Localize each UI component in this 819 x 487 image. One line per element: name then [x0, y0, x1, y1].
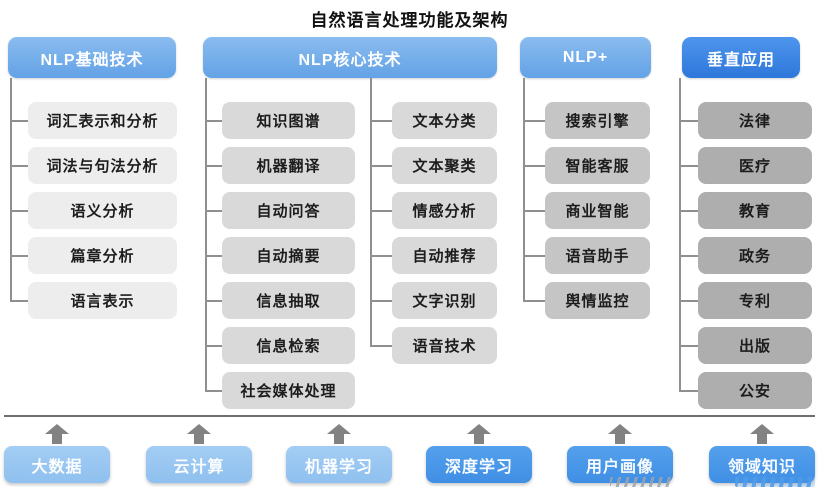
tree-node: 搜索引擎	[545, 102, 650, 139]
tree-node: 篇章分析	[28, 237, 177, 274]
watermark-remnant	[735, 477, 815, 487]
foundation-box: 云计算	[146, 446, 252, 483]
connector-spine	[10, 78, 12, 301]
tree-node: 语音技术	[392, 327, 497, 364]
tree-node: 专利	[698, 282, 812, 319]
tree-node: 文本聚类	[392, 147, 497, 184]
tree-node: 自动问答	[222, 192, 355, 229]
tree-node: 信息检索	[222, 327, 355, 364]
tree-node: 词法与句法分析	[28, 147, 177, 184]
header-nlp-basic-tech: NLP基础技术	[8, 37, 176, 78]
tree-node: 舆情监控	[545, 282, 650, 319]
tree-node: 信息抽取	[222, 282, 355, 319]
baseline-divider	[4, 415, 815, 417]
connector-spine	[205, 78, 207, 391]
tree-node: 法律	[698, 102, 812, 139]
tree-node: 知识图谱	[222, 102, 355, 139]
foundation-box: 用户画像	[567, 446, 673, 483]
header-nlp-plus: NLP+	[520, 37, 651, 78]
tree-node: 出版	[698, 327, 812, 364]
tree-node: 医疗	[698, 147, 812, 184]
page-title: 自然语言处理功能及架构	[310, 11, 509, 30]
tree-node: 政务	[698, 237, 812, 274]
header-nlp-core-tech: NLP核心技术	[203, 37, 497, 78]
foundation-box: 深度学习	[426, 446, 532, 483]
up-arrow-icon	[327, 424, 351, 444]
column-nlp-core-left: 知识图谱 机器翻译 自动问答 自动摘要 信息抽取 信息检索 社会媒体处理	[222, 102, 355, 409]
up-arrow-icon	[187, 424, 211, 444]
up-arrow-icon	[45, 424, 69, 444]
up-arrow-icon	[467, 424, 491, 444]
column-nlp-core-right: 文本分类 文本聚类 情感分析 自动推荐 文字识别 语音技术	[392, 102, 497, 364]
tree-node: 公安	[698, 372, 812, 409]
tree-node: 商业智能	[545, 192, 650, 229]
up-arrow-icon	[750, 424, 774, 444]
tree-node: 词汇表示和分析	[28, 102, 177, 139]
tree-node: 智能客服	[545, 147, 650, 184]
tree-node: 语义分析	[28, 192, 177, 229]
watermark-remnant	[610, 477, 672, 487]
tree-node: 情感分析	[392, 192, 497, 229]
tree-node: 文本分类	[392, 102, 497, 139]
column-nlp-plus: 搜索引擎 智能客服 商业智能 语音助手 舆情监控	[545, 102, 650, 319]
column-vertical-apps: 法律 医疗 教育 政务 专利 出版 公安	[698, 102, 812, 409]
tree-node: 机器翻译	[222, 147, 355, 184]
foundation-box: 机器学习	[286, 446, 392, 483]
connector-spine	[679, 78, 681, 391]
foundation-box: 大数据	[4, 446, 110, 483]
tree-node: 语音助手	[545, 237, 650, 274]
connector-spine	[370, 78, 372, 346]
tree-node: 自动推荐	[392, 237, 497, 274]
up-arrow-icon	[608, 424, 632, 444]
tree-node: 教育	[698, 192, 812, 229]
tree-node: 文字识别	[392, 282, 497, 319]
header-vertical-apps: 垂直应用	[682, 37, 800, 78]
connector-spine	[523, 78, 525, 301]
tree-node: 社会媒体处理	[222, 372, 355, 409]
column-nlp-basic-tech: 词汇表示和分析 词法与句法分析 语义分析 篇章分析 语言表示	[28, 102, 177, 319]
tree-node: 自动摘要	[222, 237, 355, 274]
foundation-box: 领域知识	[709, 446, 815, 483]
tree-node: 语言表示	[28, 282, 177, 319]
